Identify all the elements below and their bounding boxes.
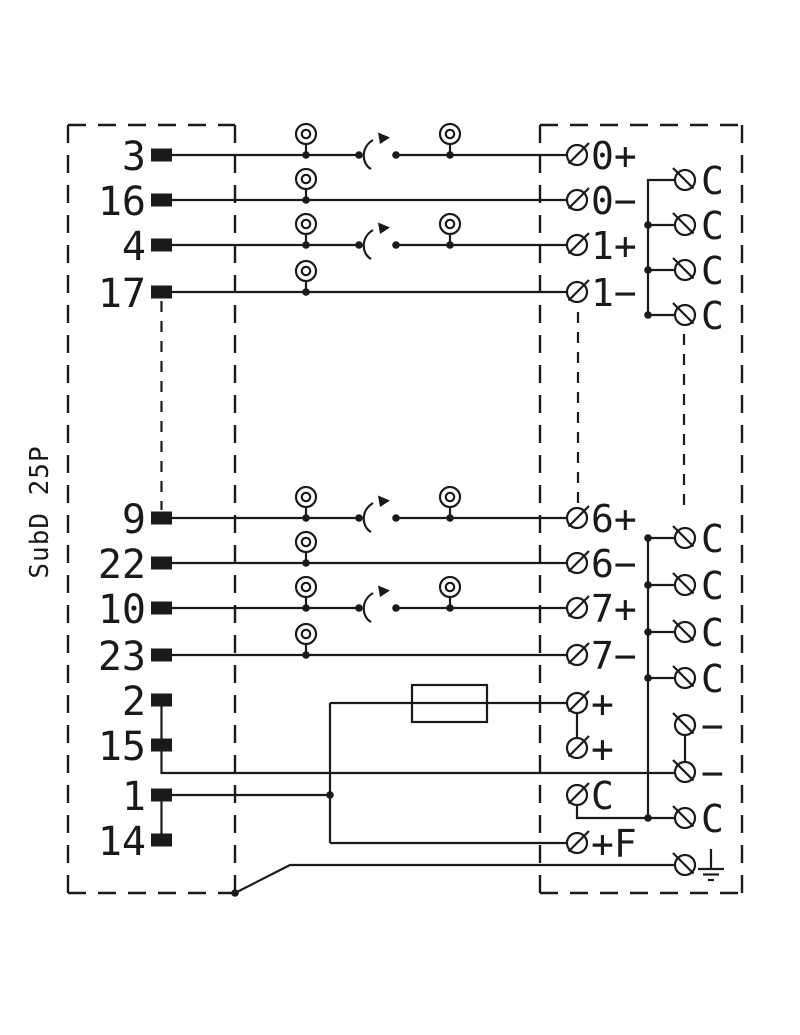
pin-contact-icon bbox=[151, 693, 172, 707]
pin-contact-icon bbox=[151, 238, 172, 252]
terminal-label: C bbox=[591, 774, 614, 818]
channel-row-0minus: 16 0− bbox=[98, 167, 637, 225]
pin-contact-icon bbox=[151, 738, 172, 752]
junction-dot bbox=[644, 628, 652, 636]
terminal-label: + bbox=[591, 682, 614, 726]
channel-row-1minus: 17 1− bbox=[98, 259, 637, 317]
pin-label: 9 bbox=[122, 497, 146, 543]
pin-label: 14 bbox=[98, 819, 146, 865]
common-bus-top: C C C C bbox=[644, 159, 724, 338]
subd-connector-box: SubD 25P bbox=[25, 123, 237, 895]
shield-wire bbox=[234, 863, 675, 894]
terminal-label: + bbox=[591, 727, 614, 771]
channel-row-1plus: 4 1+ bbox=[122, 212, 637, 270]
terminal-label: 0+ bbox=[591, 134, 637, 178]
minus-supply-wire bbox=[160, 751, 675, 775]
channel-row-0plus: 3 0+ bbox=[122, 122, 637, 180]
common-link-wire bbox=[575, 805, 675, 820]
supply-terminals: + + C +F bbox=[565, 682, 675, 866]
pin-contact-icon bbox=[151, 148, 172, 162]
pin-label: 4 bbox=[122, 224, 146, 270]
pin-label: 1 bbox=[122, 774, 146, 820]
pin-contact-icon bbox=[151, 648, 172, 662]
terminal-label: C bbox=[701, 611, 724, 655]
connector-label: SubD 25P bbox=[25, 445, 55, 578]
channel-row-6plus: 9 6+ bbox=[122, 485, 637, 543]
common-bus-bottom: C C C C bbox=[644, 517, 724, 822]
terminal-label: C bbox=[701, 294, 724, 338]
junction-dot bbox=[644, 581, 652, 589]
channel-row-7plus: 10 7+ bbox=[98, 575, 637, 633]
pin-label: 16 bbox=[98, 179, 146, 225]
terminal-label: C bbox=[701, 517, 724, 561]
pin-label: 2 bbox=[122, 679, 146, 725]
minus-terminals: − − bbox=[671, 704, 724, 795]
earth-ground-icon bbox=[698, 849, 724, 882]
pin-label: 10 bbox=[98, 587, 146, 633]
terminal-label: C bbox=[701, 159, 724, 203]
junction-dot bbox=[644, 814, 652, 822]
fuse-branch bbox=[330, 683, 567, 724]
pin-contact-icon bbox=[151, 511, 172, 525]
channel-row-6minus: 22 6− bbox=[98, 530, 637, 588]
pin-contact-icon bbox=[151, 556, 172, 570]
supply-pins-2-15: 2 15 bbox=[98, 679, 675, 775]
terminal-label: C bbox=[701, 564, 724, 608]
pin-label: 17 bbox=[98, 271, 146, 317]
pin-contact-icon bbox=[151, 833, 172, 847]
terminal-label: 7+ bbox=[591, 587, 637, 631]
fuse-icon bbox=[410, 683, 489, 724]
junction-dot bbox=[644, 534, 652, 542]
terminal-label: 6+ bbox=[591, 497, 637, 541]
terminal-label: 7− bbox=[591, 634, 637, 678]
pin-contact-icon bbox=[151, 788, 172, 802]
terminal-label: 1− bbox=[591, 271, 637, 315]
terminal-label: − bbox=[701, 751, 724, 795]
pin-contact-icon bbox=[151, 601, 172, 615]
terminal-label: C bbox=[701, 797, 724, 841]
junction-dot bbox=[644, 674, 652, 682]
junction-dot bbox=[644, 221, 652, 229]
pin-label: 3 bbox=[122, 134, 146, 180]
junction-dot bbox=[326, 791, 334, 799]
pin-contact-icon bbox=[151, 193, 172, 207]
terminal-label: 1+ bbox=[591, 224, 637, 268]
pin-label: 23 bbox=[98, 634, 146, 680]
terminal-block-box bbox=[538, 123, 744, 895]
shield-earth-connection bbox=[231, 849, 724, 897]
supply-pins-1-14: 1 14 bbox=[98, 703, 334, 865]
pin-contact-icon bbox=[151, 285, 172, 299]
terminal-label: C bbox=[701, 249, 724, 293]
bus-wire bbox=[646, 178, 675, 317]
terminal-label: 0− bbox=[591, 179, 637, 223]
terminal-label: +F bbox=[591, 822, 637, 866]
terminal-label: C bbox=[701, 204, 724, 248]
pin-label: 15 bbox=[98, 724, 146, 770]
pin-label: 22 bbox=[98, 542, 146, 588]
single-common-terminal: C bbox=[671, 797, 724, 841]
junction-dot bbox=[644, 311, 652, 319]
terminal-label: − bbox=[701, 704, 724, 748]
channel-row-7minus: 23 7− bbox=[98, 622, 637, 680]
terminal-label: 6− bbox=[591, 542, 637, 586]
terminal-label: C bbox=[701, 657, 724, 701]
junction-dot bbox=[644, 266, 652, 274]
